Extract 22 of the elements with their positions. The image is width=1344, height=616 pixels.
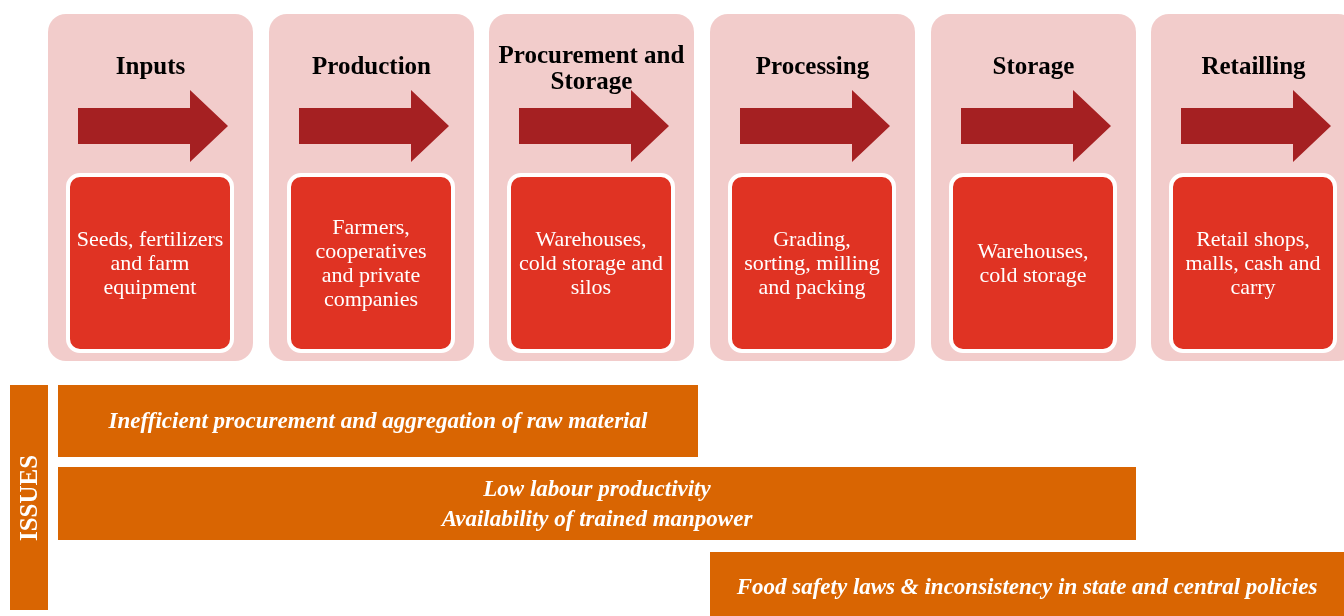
issue-bar: Inefficient procurement and aggregation of raw material [58, 385, 698, 457]
issues-band: ISSUES [10, 385, 48, 610]
issue-bar: Low labour productivity Availability of trained manpower [58, 467, 1136, 540]
stage-description-box: Warehouses, cold storage and silos [507, 173, 675, 353]
stage-heading: Production [311, 53, 432, 79]
stage-description-box: Retail shops, malls, cash and carry [1169, 173, 1337, 353]
issue-bar: Food safety laws & inconsistency in state and central policies [710, 552, 1344, 616]
stage-description-box: Seeds, fertilizers and farm equipment [66, 173, 234, 353]
stage-heading: Retailling [1200, 53, 1307, 79]
stage-heading: Storage [991, 53, 1076, 79]
stage-card [48, 14, 253, 361]
stage-heading: Inputs [114, 53, 187, 79]
stage-card [489, 14, 694, 361]
stage-card [1151, 14, 1344, 361]
stage-heading: Procurement and Storage [497, 42, 686, 94]
stage-heading: Processing [754, 53, 871, 79]
stage-card [931, 14, 1136, 361]
stage-description-box: Farmers, cooperatives and private companies [287, 173, 455, 353]
stage-card [710, 14, 915, 361]
stage-description-box: Warehouses, cold storage [949, 173, 1117, 353]
stage-card [269, 14, 474, 361]
stage-description-box: Grading, sorting, milling and packing [728, 173, 896, 353]
